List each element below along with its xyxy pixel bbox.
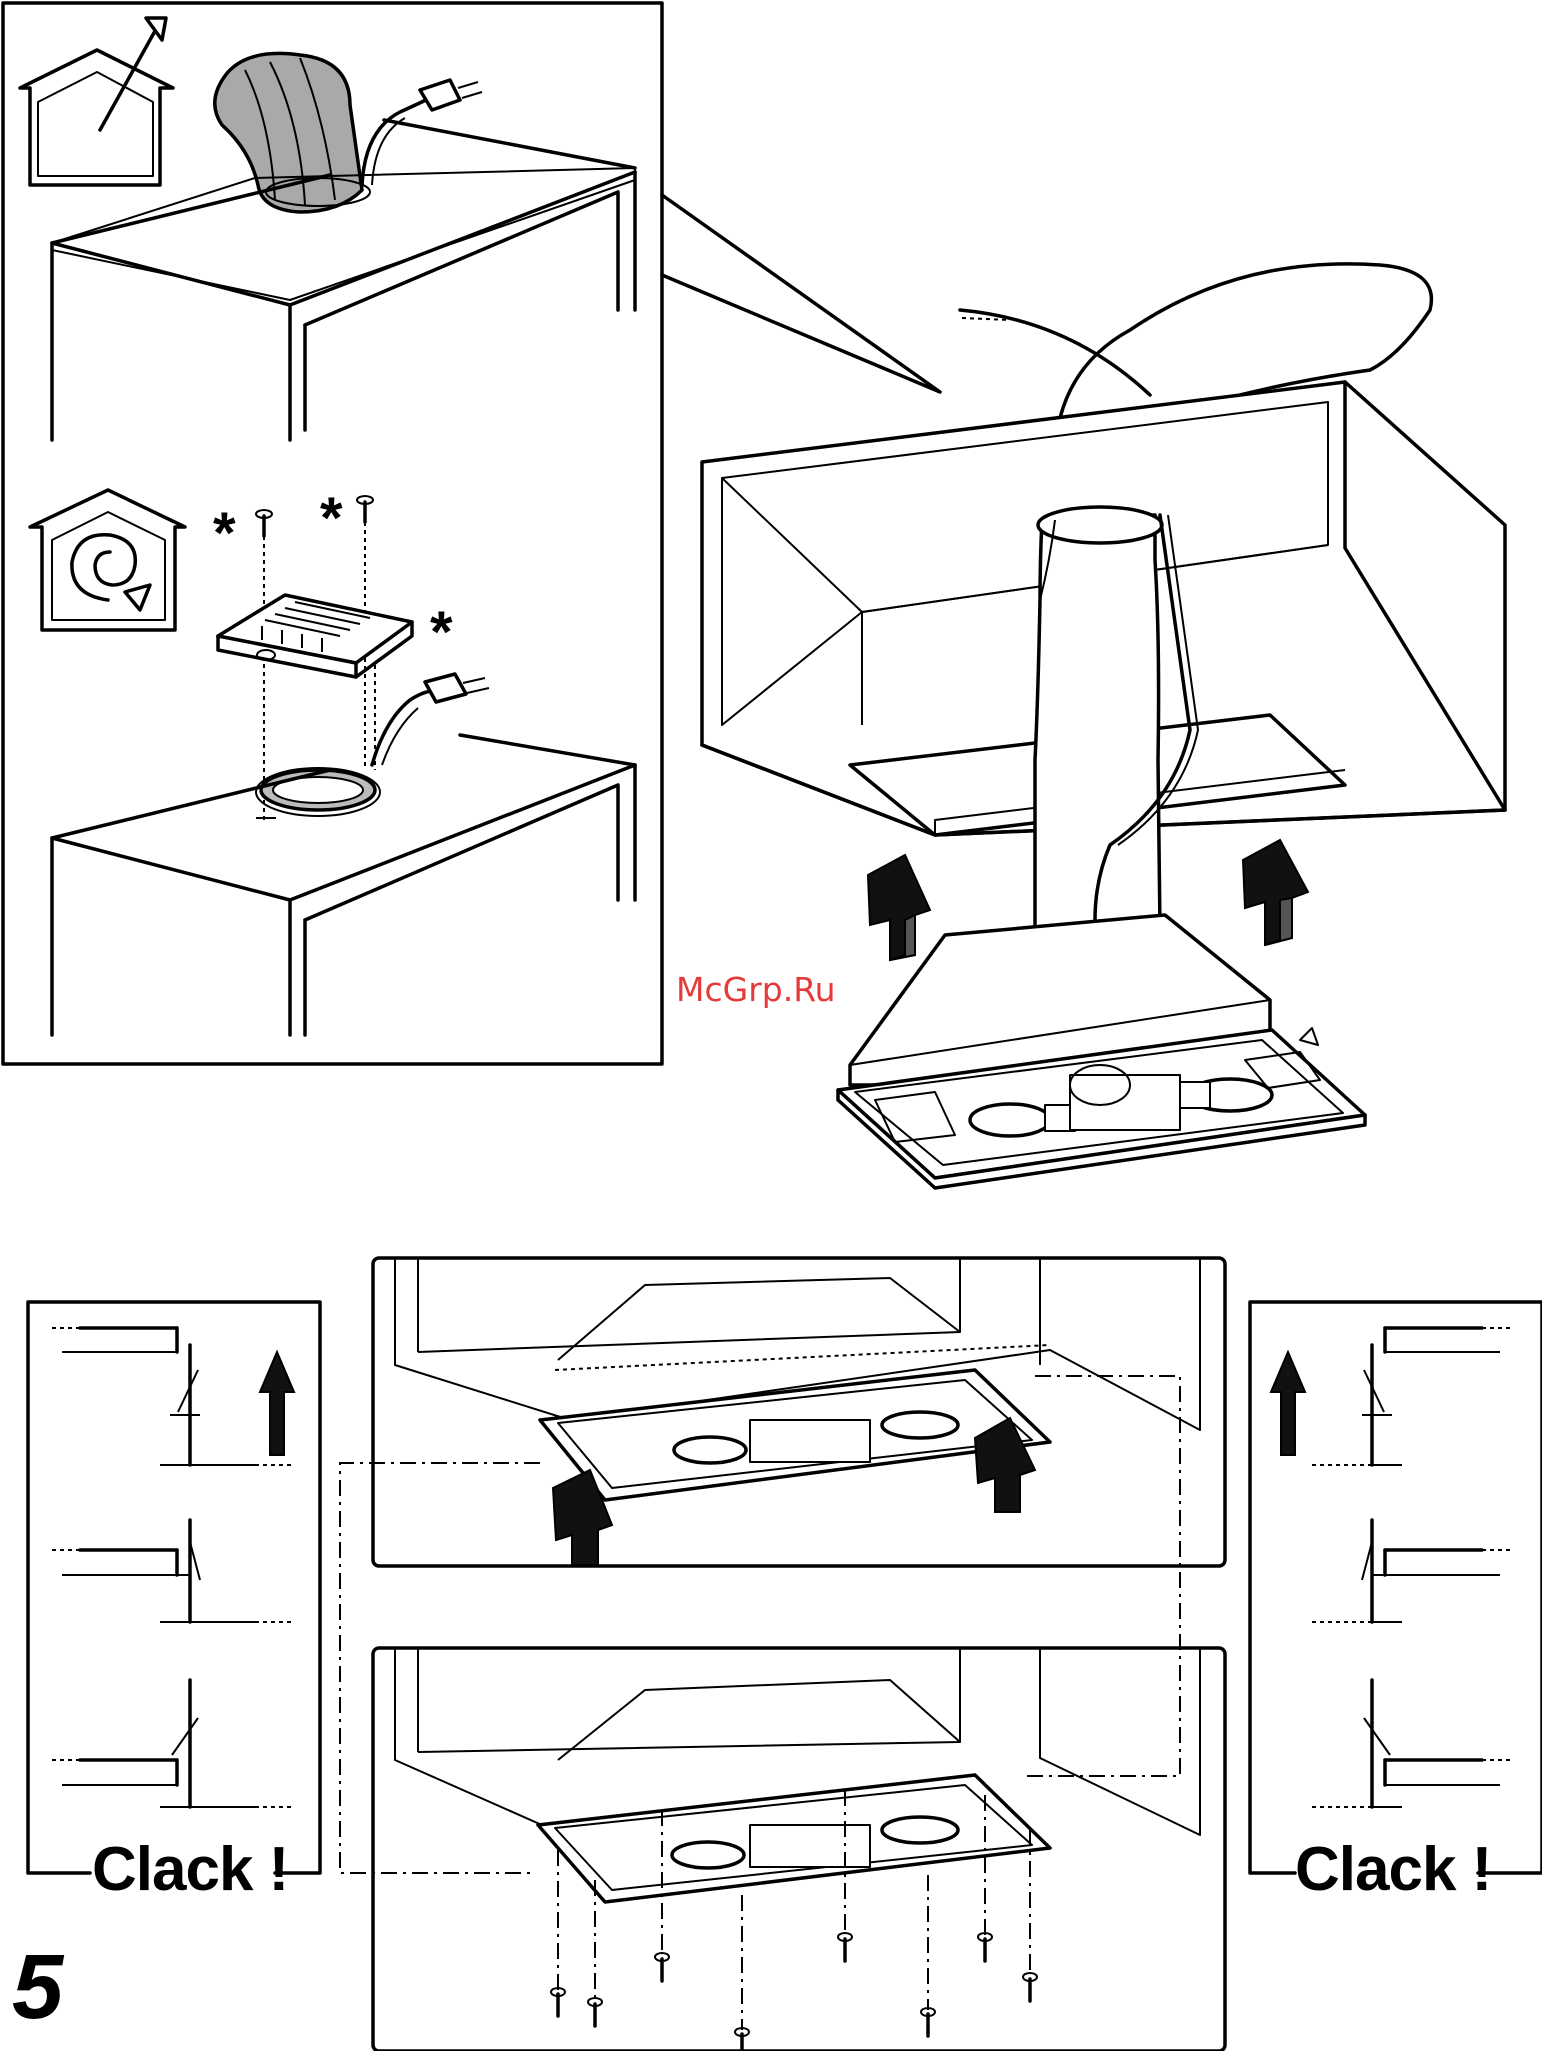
cooker-hood-unit <box>838 915 1365 1188</box>
hood-installation-view: McGrp.Ru <box>676 264 1505 1188</box>
step-number: 5 <box>12 1936 65 2038</box>
watermark-text: McGrp.Ru <box>676 970 836 1009</box>
hood-fixing-panel <box>373 1648 1225 2051</box>
screw-icon <box>588 1880 602 2026</box>
left-clack-caption: Clack ! <box>92 1835 288 1904</box>
right-clip-detail: Clack ! <box>1250 1302 1542 1904</box>
cabinet-bottom <box>52 735 635 1035</box>
flexible-duct <box>1035 515 1160 930</box>
callout-wedge <box>662 195 940 392</box>
lamp-icon <box>672 1842 744 1868</box>
lamp-icon <box>970 1104 1075 1136</box>
optional-marker-2: * <box>320 486 343 551</box>
arrow-up-icon <box>868 855 930 960</box>
lamp-icon <box>1180 1079 1272 1111</box>
screw-icon <box>1023 1830 1037 2001</box>
right-clack-caption: Clack ! <box>1295 1835 1491 1904</box>
house-with-outward-arrow-icon <box>20 18 173 185</box>
arrow-up-icon <box>260 1352 294 1455</box>
screw-icon <box>551 1850 565 2016</box>
lamp-icon <box>882 1412 958 1438</box>
screw-icon <box>256 510 272 820</box>
screw-icon <box>921 1875 935 2036</box>
optional-marker-3: * <box>430 600 453 665</box>
arrow-up-icon <box>1243 840 1308 945</box>
left-clip-detail: Clack ! <box>28 1302 320 1904</box>
duct-elbow <box>215 53 370 212</box>
hood-insertion-panel <box>373 1258 1225 1566</box>
optional-marker-1: * <box>213 501 236 566</box>
power-plug-icon <box>372 674 489 765</box>
arrow-up-icon <box>1271 1352 1305 1455</box>
screw-icon <box>735 1895 749 2050</box>
lamp-icon <box>882 1817 958 1843</box>
carbon-filter <box>218 595 412 770</box>
power-plug-icon <box>362 80 482 185</box>
house-with-circular-arrow-icon <box>30 490 185 630</box>
lamp-icon <box>674 1437 746 1463</box>
